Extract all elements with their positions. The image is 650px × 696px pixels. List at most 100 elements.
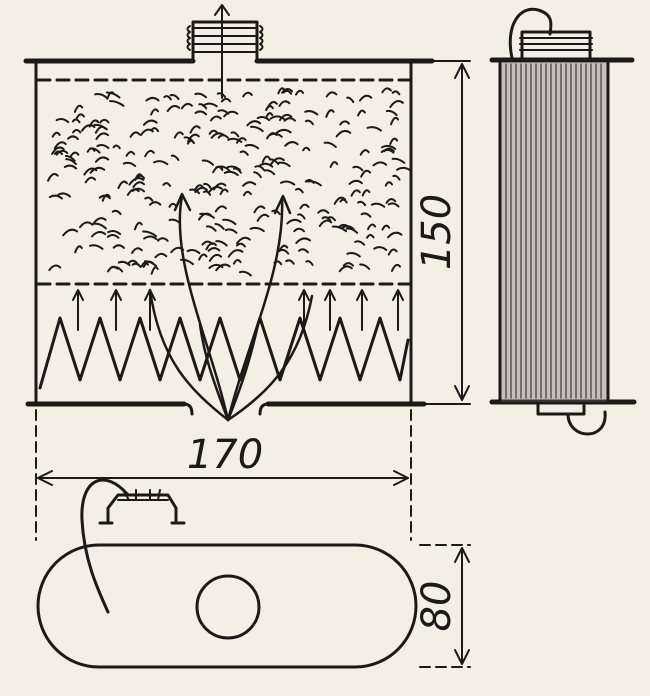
- fiber-stroke: [144, 149, 155, 158]
- fiber-stroke: [215, 263, 231, 272]
- fiber-stroke: [131, 247, 143, 254]
- fiber-stroke: [278, 100, 291, 107]
- fiber-stroke: [265, 105, 274, 112]
- fiber-stroke: [189, 188, 201, 195]
- fiber-stroke: [305, 260, 314, 266]
- fiber-stroke: [392, 174, 401, 181]
- fiber-stroke: [154, 252, 168, 259]
- fiber-stroke: [339, 198, 348, 204]
- fiber-stroke: [259, 162, 274, 168]
- fiber-stroke: [281, 88, 293, 94]
- fiber-stroke: [261, 155, 271, 163]
- fiber-stroke: [208, 129, 219, 135]
- fiber-stroke: [239, 150, 249, 156]
- fiber-stroke: [357, 109, 366, 117]
- fiber-stroke: [139, 128, 154, 137]
- fiber-stroke: [366, 126, 382, 132]
- fiber-stroke: [205, 242, 217, 251]
- fiber-stroke: [227, 137, 243, 143]
- fiber-stroke: [346, 252, 361, 258]
- fiber-stroke: [64, 155, 76, 162]
- side-body-stripes: [505, 63, 602, 399]
- fiber-stroke: [345, 227, 359, 234]
- fiber-stroke: [276, 161, 291, 168]
- fiber-stroke: [325, 109, 335, 118]
- fiber-stroke: [55, 149, 69, 156]
- fiber-stroke: [93, 123, 108, 131]
- fiber-stroke: [223, 170, 239, 177]
- fiber-stroke: [341, 225, 355, 230]
- fiber-stroke: [390, 263, 402, 273]
- fiber-stroke: [265, 112, 274, 119]
- fiber-stroke: [318, 219, 333, 228]
- side-view: [489, 7, 637, 436]
- fiber-stroke: [396, 166, 412, 172]
- fiber-stroke: [331, 225, 348, 233]
- fiber-stroke: [385, 109, 398, 117]
- fiber-stroke: [109, 100, 125, 107]
- fiber-stroke: [216, 92, 227, 98]
- fiber-stroke: [166, 104, 181, 113]
- fiber-stroke: [84, 176, 97, 184]
- fiber-stroke: [125, 150, 136, 157]
- fiber-stroke: [236, 236, 251, 245]
- fiber-stroke: [89, 244, 104, 250]
- fiber-stroke: [346, 96, 355, 104]
- fiber-stroke: [201, 159, 215, 166]
- height-dimension: 150: [414, 60, 471, 405]
- up-arrow: [324, 289, 336, 331]
- fiber-stroke: [235, 137, 247, 144]
- fiber-stroke: [207, 247, 221, 252]
- up-arrow: [110, 289, 122, 331]
- fiber-stroke: [117, 180, 128, 190]
- fiber-stroke: [283, 117, 297, 122]
- fiber-stroke: [91, 217, 107, 226]
- fiber-stroke: [387, 202, 400, 208]
- fiber-stroke: [214, 205, 227, 213]
- fiber-stroke: [51, 146, 65, 155]
- fiber-stroke: [203, 182, 212, 189]
- fiber-stroke: [113, 266, 124, 273]
- fiber-stroke: [361, 189, 371, 197]
- depth-label: 80: [414, 581, 460, 632]
- fiber-stroke: [170, 154, 180, 161]
- fiber-stroke: [242, 91, 253, 98]
- fiber-stroke: [327, 216, 336, 222]
- fiber-stroke: [299, 203, 310, 210]
- fiber-stroke: [74, 245, 83, 254]
- fiber-stroke: [179, 258, 195, 266]
- fiber-stroke: [280, 180, 296, 186]
- fiber-stroke: [381, 144, 397, 150]
- fiber-stroke: [51, 131, 61, 138]
- fiber-stroke: [304, 119, 315, 126]
- fiber-stroke: [62, 228, 79, 237]
- fiber-stroke: [275, 128, 292, 134]
- fiber-stroke: [306, 180, 322, 187]
- fiber-stroke: [128, 177, 145, 186]
- fiber-stroke: [302, 146, 311, 152]
- fiber-stroke: [284, 141, 299, 147]
- neck-cap: [186, 20, 264, 60]
- fiber-stroke: [95, 132, 109, 141]
- fiber-stroke: [163, 95, 172, 101]
- fiber-stroke: [222, 218, 237, 226]
- fiber-stroke: [105, 91, 121, 99]
- airflow-arrows: [148, 192, 314, 422]
- fiber-stroke: [112, 244, 125, 249]
- fiber-stroke: [202, 190, 212, 196]
- fiber-stroke: [133, 221, 143, 231]
- fiber-stroke: [385, 198, 397, 204]
- fiber-stroke: [111, 209, 122, 216]
- fiber-stroke: [360, 212, 372, 218]
- fiber-stroke: [294, 187, 304, 194]
- fiber-stroke: [55, 117, 70, 124]
- fiber-stroke: [63, 164, 78, 170]
- fiber-stroke: [198, 103, 208, 110]
- fiber-stroke: [99, 118, 110, 124]
- fiber-stroke: [250, 125, 264, 133]
- fiber-stroke: [162, 182, 172, 187]
- height-label: 150: [414, 194, 460, 270]
- fiber-stroke: [335, 129, 352, 138]
- fiber-stroke: [298, 248, 309, 254]
